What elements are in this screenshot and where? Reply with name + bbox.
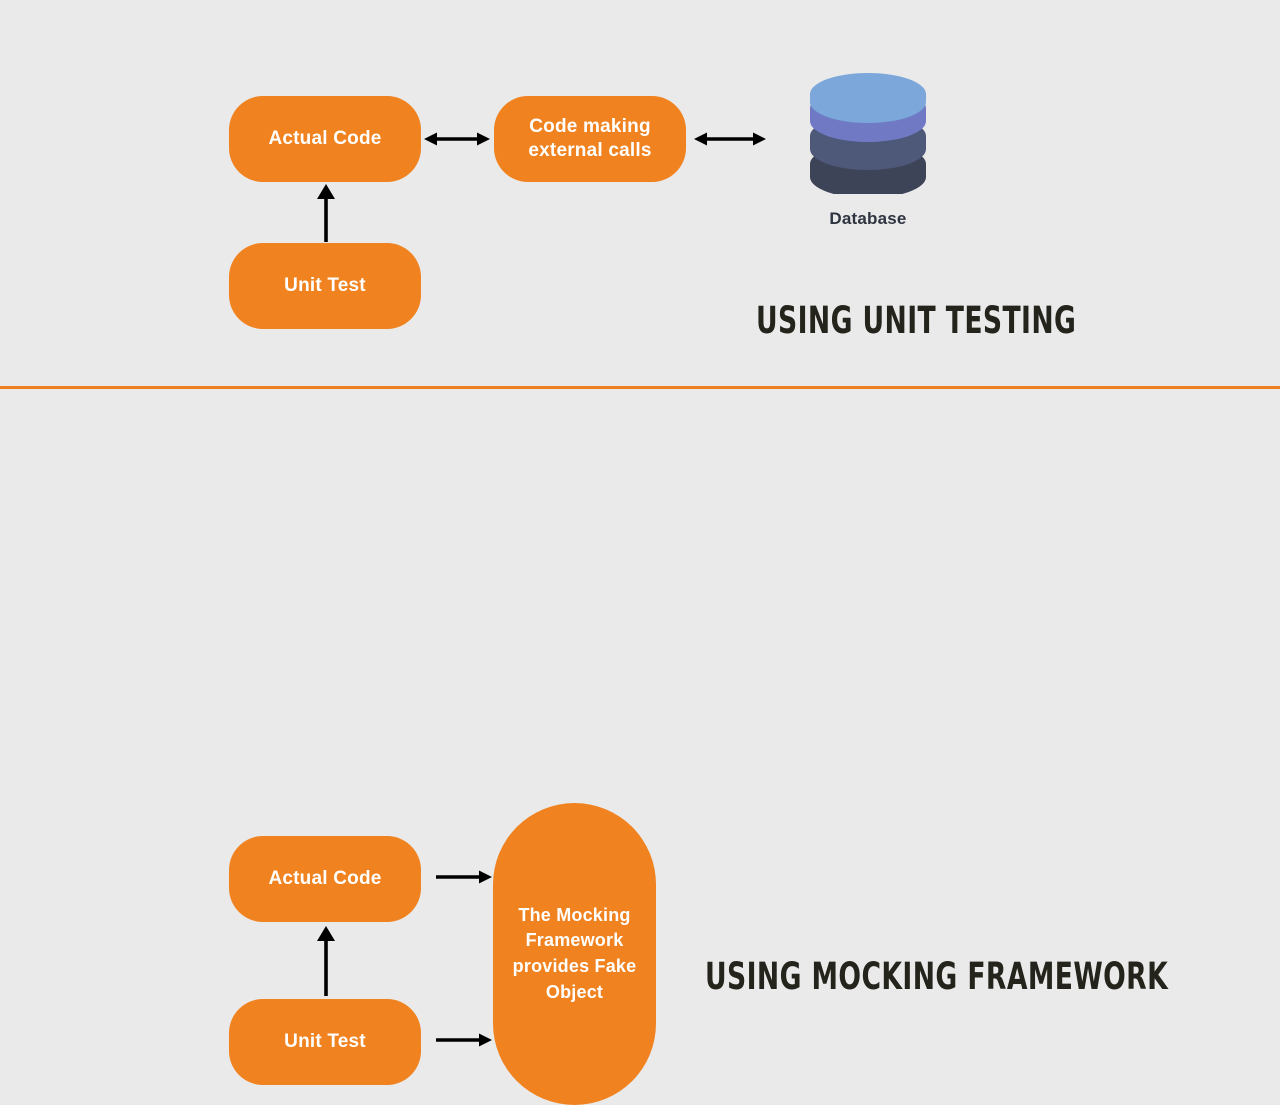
right-arrow-icon-unit-test-to-mock xyxy=(436,1025,492,1055)
node-code-making-external-calls[interactable]: Code making external calls xyxy=(494,96,686,182)
caption-using-mocking-framework: Using Mocking Framework xyxy=(705,955,1169,998)
node-unit-test-unit-testing[interactable]: Unit Test xyxy=(229,243,421,329)
node-actual-code-mocking[interactable]: Actual Code xyxy=(229,836,421,922)
double-headed-arrow-icon-actual-to-external xyxy=(424,124,490,154)
node-actual-code-unit-testing[interactable]: Actual Code xyxy=(229,96,421,182)
up-arrow-icon-unit-test-to-actual-code-mocking xyxy=(310,926,342,996)
up-arrow-icon-unit-test-to-actual-code xyxy=(310,184,342,242)
section-divider xyxy=(0,386,1280,389)
node-mocking-framework-fake-object[interactable]: The Mocking Framework provides Fake Obje… xyxy=(493,803,656,1105)
database-cylinder-icon[interactable] xyxy=(808,72,928,198)
database-label: Database xyxy=(829,209,907,228)
section-unit-testing: Actual Code Code making external calls U… xyxy=(0,0,1280,388)
section-mocking-framework: Actual Code Unit Test The Mocking Framew… xyxy=(0,390,1280,1105)
double-headed-arrow-icon-external-to-database xyxy=(694,124,766,154)
right-arrow-icon-actual-code-to-mock xyxy=(436,862,492,892)
caption-using-unit-testing: Using Unit Testing xyxy=(756,299,1077,342)
node-unit-test-mocking[interactable]: Unit Test xyxy=(229,999,421,1085)
